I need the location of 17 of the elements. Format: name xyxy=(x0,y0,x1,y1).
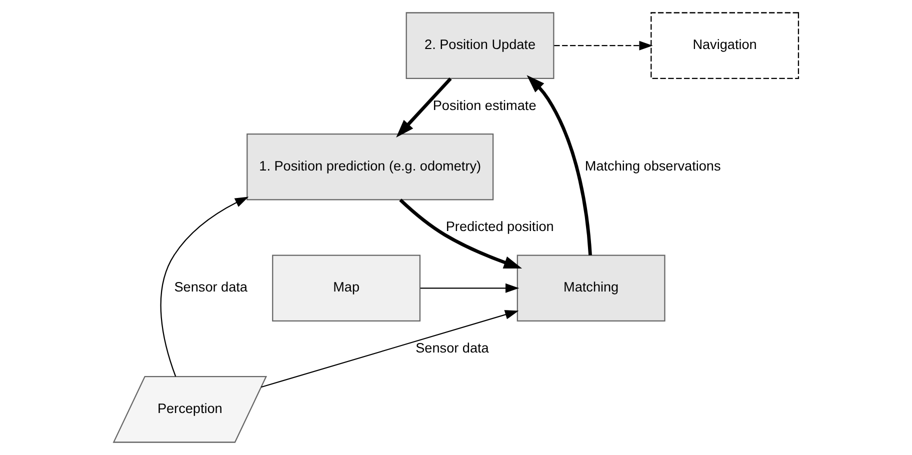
arrow xyxy=(554,40,653,50)
arrow xyxy=(420,283,520,293)
node-box: Map xyxy=(272,254,421,322)
edge-label: Sensor data xyxy=(174,280,248,295)
node-box: Matching xyxy=(516,254,666,322)
arrow xyxy=(261,310,519,388)
arrow xyxy=(396,77,452,138)
node-box: 1. Position prediction (e.g. odometry) xyxy=(246,133,494,200)
edge-label: Predicted position xyxy=(446,219,554,234)
arrow xyxy=(526,75,592,256)
edge-label: Position estimate xyxy=(432,98,536,113)
arrow xyxy=(399,198,522,269)
node-box: 2. Position Update xyxy=(406,12,554,80)
edge-label: Matching observations xyxy=(584,158,721,174)
arrow xyxy=(160,196,249,377)
edge-label: Sensor data xyxy=(416,340,489,356)
node-box: Navigation xyxy=(650,12,800,80)
